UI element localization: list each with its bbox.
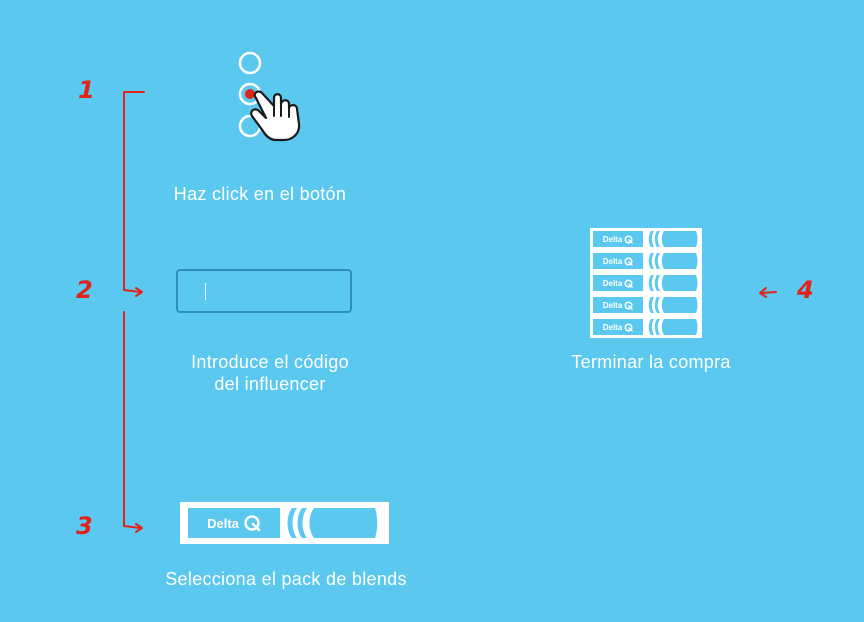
step-number-4: 4 (797, 276, 814, 304)
text-caret (205, 283, 206, 300)
step1-caption: Haz click en el botón (173, 184, 347, 204)
stack-pack-stripes (648, 275, 698, 291)
step2-caption-line2: del influencer (214, 374, 326, 394)
step4-caption: Terminar la compra (571, 352, 731, 372)
step3-caption: Selecciona el pack de blends (165, 569, 407, 589)
stack-pack-row: Delta (590, 250, 702, 272)
arrow-head-4 (759, 287, 767, 298)
bracket-step1-to-step2 (123, 91, 145, 293)
brand-name: Delta (602, 278, 623, 288)
stack-pack-row: Delta (590, 228, 702, 250)
influencer-code-input[interactable] (176, 269, 352, 313)
stack-pack-label: Delta (593, 253, 643, 269)
stack-pack-row: Delta (590, 294, 702, 316)
q-logo-icon (624, 323, 634, 332)
stack-pack-label: Delta (593, 297, 643, 313)
brand-name: Delta (602, 256, 623, 266)
brand-name: Delta (207, 515, 239, 531)
q-logo-icon (624, 257, 634, 266)
hand-pointer-icon (250, 90, 301, 142)
brand-name: Delta (602, 322, 623, 332)
brand-name: Delta (602, 234, 623, 244)
blend-pack-box[interactable]: Delta (180, 502, 389, 544)
radio-button-icon[interactable] (238, 51, 262, 75)
q-logo-icon (624, 279, 634, 288)
stack-pack-row: Delta (590, 316, 702, 338)
stack-pack-row: Delta (590, 272, 702, 294)
step2-caption-line1: Introduce el código (191, 352, 349, 372)
arrow-step4 (761, 291, 777, 294)
step-number-2: 2 (76, 276, 93, 304)
bracket-arrow-2 (135, 287, 143, 297)
bracket-arrow-3 (135, 523, 143, 533)
pack-stripes (287, 508, 378, 538)
step2-caption: Introduce el código del influencer (140, 351, 400, 395)
q-logo-icon (244, 515, 261, 532)
stack-pack-stripes (648, 297, 698, 313)
stack-pack-label: Delta (593, 319, 643, 335)
stack-pack-label: Delta (593, 275, 643, 291)
step-number-3: 3 (76, 512, 93, 540)
stack-pack-label: Delta (593, 231, 643, 247)
stack-pack-stripes (648, 319, 698, 335)
pack-brand-label: Delta (188, 508, 280, 538)
brand-name: Delta (602, 300, 623, 310)
q-logo-icon (624, 235, 634, 244)
stack-pack-stripes (648, 253, 698, 269)
stack-pack-stripes (648, 231, 698, 247)
q-logo-icon (624, 301, 634, 310)
step-number-1: 1 (78, 76, 95, 104)
bracket-step2-to-step3 (123, 311, 141, 529)
